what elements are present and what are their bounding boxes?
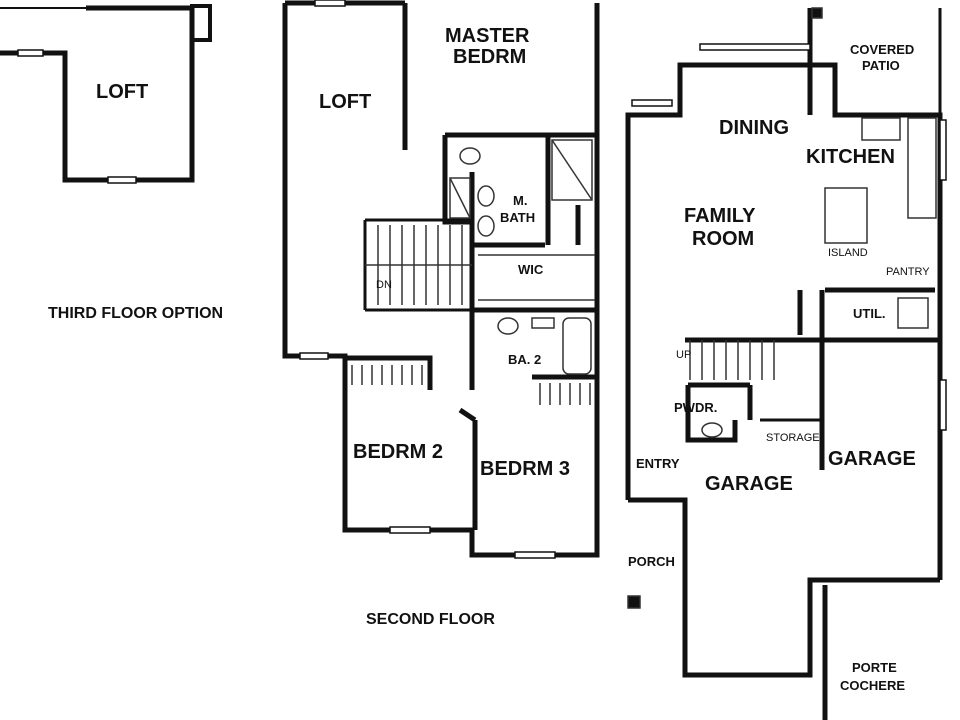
covered-patio-label-2: PATIO <box>862 58 900 73</box>
first-floor-stairs <box>689 340 775 380</box>
m-bath-label-2: BATH <box>500 210 535 225</box>
island-label: ISLAND <box>828 247 868 259</box>
covered-patio-label-1: COVERED <box>850 42 914 57</box>
family-room-label-2: ROOM <box>692 228 754 250</box>
room-labels: LOFT THIRD FLOOR OPTION LOFT MASTER BEDR… <box>48 25 930 693</box>
utility-label: UTIL. <box>853 306 886 321</box>
bath-2-label: BA. 2 <box>508 352 541 367</box>
first-floor-outer-walls <box>625 62 943 500</box>
kitchen-label: KITCHEN <box>806 146 895 168</box>
bedroom-2-label: BEDRM 2 <box>353 441 443 463</box>
porte-cochere-label-1: PORTE <box>852 660 897 675</box>
powder-room-label: PWDR. <box>674 400 717 415</box>
family-room-label-1: FAMILY <box>684 205 756 227</box>
wic-label: WIC <box>518 262 544 277</box>
windows <box>17 0 947 559</box>
master-bedrm-label-1: MASTER <box>445 25 530 47</box>
garage-right-label: GARAGE <box>828 448 916 470</box>
pantry-label: PANTRY <box>886 266 930 278</box>
entry-label: ENTRY <box>636 456 680 471</box>
second-floor-label: SECOND FLOOR <box>366 611 495 628</box>
stairs-up-label: UP <box>676 349 691 361</box>
garage-left-label: GARAGE <box>705 473 793 495</box>
porch-label: PORCH <box>628 554 675 569</box>
third-floor-option-label: THIRD FLOOR OPTION <box>48 305 223 322</box>
second-floor-stairs <box>365 225 472 305</box>
stairs-down-label: DN <box>376 279 392 291</box>
dining-label: DINING <box>719 117 789 139</box>
third-floor-loft-label: LOFT <box>96 81 148 103</box>
bedroom-3-label: BEDRM 3 <box>480 458 570 480</box>
storage-label: STORAGE <box>766 432 820 444</box>
loft-label: LOFT <box>319 91 371 113</box>
fixtures <box>351 7 937 609</box>
m-bath-label-1: M. <box>513 193 527 208</box>
porte-cochere-label-2: COCHERE <box>840 678 905 693</box>
master-bedrm-label-2: BEDRM <box>453 46 526 68</box>
